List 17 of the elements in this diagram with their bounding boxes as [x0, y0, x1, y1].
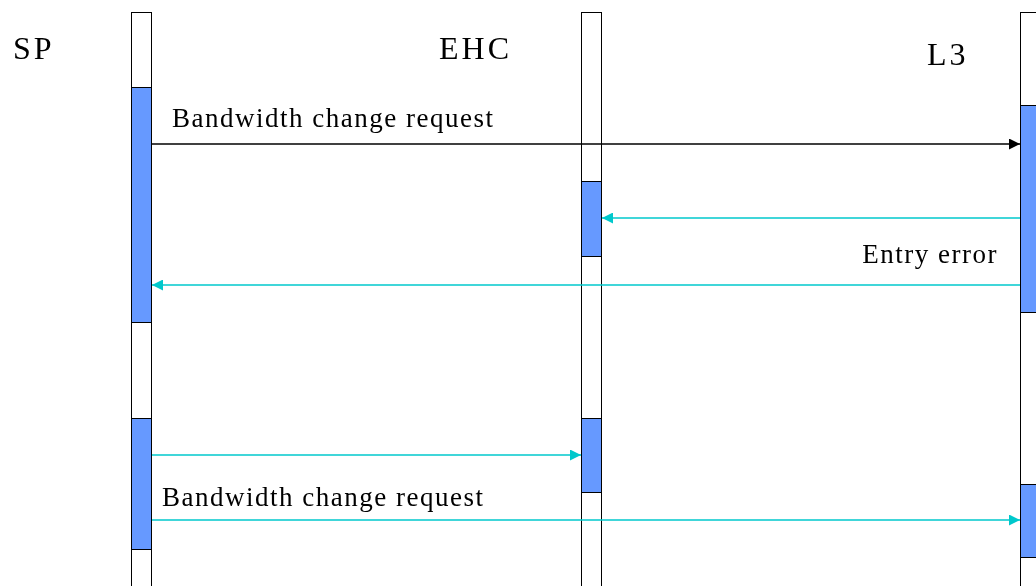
lifeline-heading: SP [13, 30, 55, 66]
message-arrow [601, 212, 1021, 224]
lifeline [131, 12, 152, 586]
lifeline-heading: L3 [927, 36, 969, 72]
activation-bar [1020, 484, 1036, 558]
message-arrow [151, 449, 582, 461]
activation-bar [131, 87, 152, 323]
lifeline-heading: EHC [439, 30, 512, 66]
message-arrow [151, 138, 1021, 150]
activation-bar [581, 418, 602, 493]
message-arrow [151, 514, 1021, 526]
message-arrow [151, 279, 1021, 291]
lifeline [1020, 12, 1036, 586]
activation-bar [131, 418, 152, 550]
activation-bar [1020, 105, 1036, 313]
lifeline [581, 12, 602, 586]
activation-bar [581, 181, 602, 257]
